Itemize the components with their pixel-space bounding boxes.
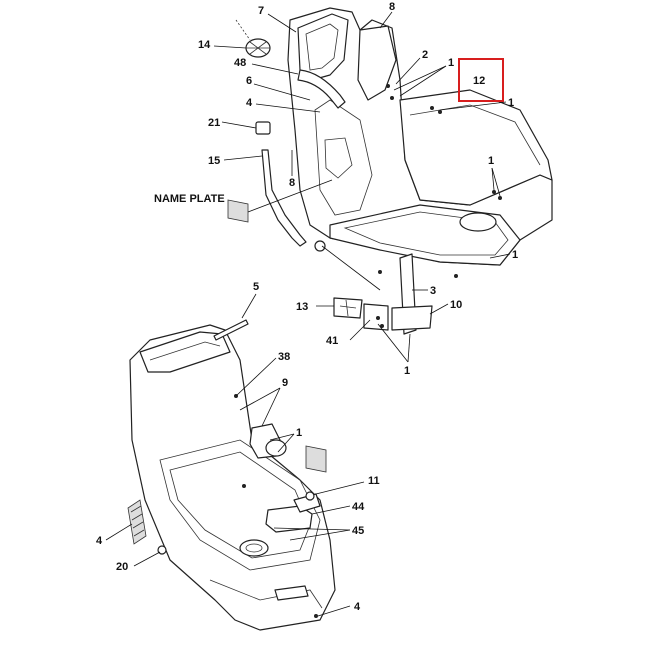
callout-41: 41 bbox=[326, 335, 338, 347]
callout-45: 45 bbox=[352, 525, 364, 537]
callout-48: 48 bbox=[234, 57, 246, 69]
callout-14: 14 bbox=[198, 39, 211, 51]
callout-5: 5 bbox=[253, 281, 259, 293]
callout-7: 7 bbox=[258, 5, 264, 17]
callout-1-tank: 1 bbox=[508, 97, 514, 109]
highlight-box: 12 bbox=[458, 58, 504, 102]
callout-4-upper: 4 bbox=[246, 97, 253, 109]
callout-11: 11 bbox=[368, 475, 380, 487]
callout-15: 15 bbox=[208, 155, 220, 167]
callout-8: 8 bbox=[389, 1, 395, 13]
upper-frame-assembly bbox=[227, 7, 553, 266]
bracket-assembly bbox=[333, 253, 458, 335]
callout-3: 3 bbox=[430, 285, 436, 297]
callout-4-bottom: 4 bbox=[354, 601, 361, 613]
callout-labels: 7 8 14 48 2 1 6 4 1 21 15 8 1 1 5 3 13 1… bbox=[96, 1, 518, 613]
callout-4-side: 4 bbox=[96, 535, 103, 547]
name-plate-label: NAME PLATE bbox=[154, 193, 225, 205]
callout-2: 2 bbox=[422, 49, 428, 61]
callout-21: 21 bbox=[208, 117, 220, 129]
callout-1-top: 1 bbox=[448, 57, 454, 69]
callout-38: 38 bbox=[278, 351, 290, 363]
callout-6: 6 bbox=[246, 75, 252, 87]
callout-1-pump: 1 bbox=[296, 427, 302, 439]
callout-1-right: 1 bbox=[488, 155, 494, 167]
callout-20: 20 bbox=[116, 561, 128, 573]
leader-lines bbox=[105, 11, 511, 617]
callout-13: 13 bbox=[296, 301, 308, 313]
highlight-label: 12 bbox=[473, 75, 485, 87]
callout-1-bracket: 1 bbox=[404, 365, 410, 377]
callout-1-tray: 1 bbox=[512, 249, 518, 261]
lower-body-assembly bbox=[127, 319, 336, 631]
callout-8-lower: 8 bbox=[289, 177, 295, 189]
callout-9: 9 bbox=[282, 377, 288, 389]
callout-44: 44 bbox=[352, 501, 365, 513]
callout-10: 10 bbox=[450, 299, 462, 311]
